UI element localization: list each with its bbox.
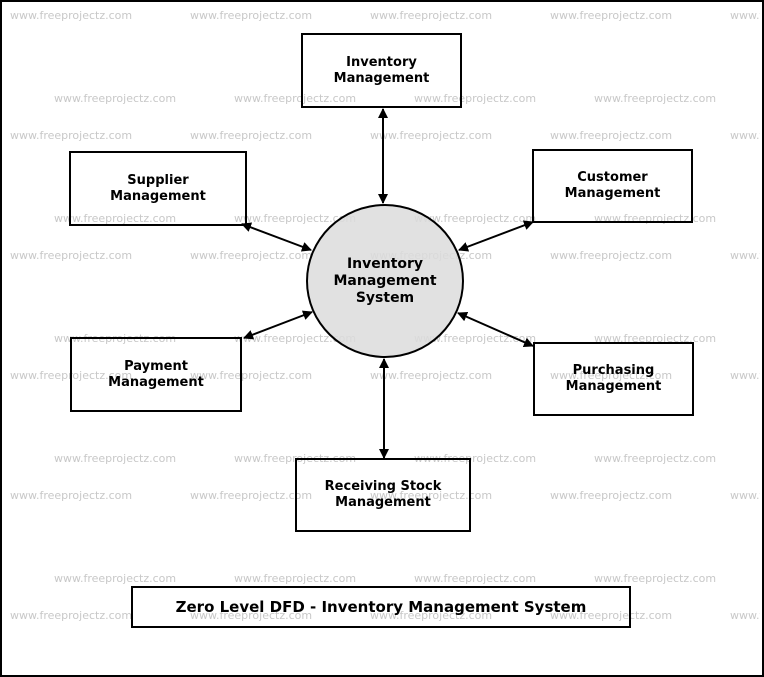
entity-inventory-management: Inventory Management: [301, 33, 462, 108]
flow-customer: [458, 220, 534, 252]
diagram-caption-box: Zero Level DFD - Inventory Management Sy…: [131, 586, 631, 628]
entity-purchasing-management: Purchasing Management: [533, 342, 694, 416]
flow-supplier: [241, 222, 312, 252]
process-inventory-management-system: Inventory Management System: [306, 204, 464, 358]
entity-label: Payment Management: [108, 358, 204, 390]
entity-label: Receiving Stock Management: [324, 479, 442, 510]
flow-purchasing: [457, 312, 534, 347]
process-label: Inventory Management System: [333, 255, 437, 306]
diagram-caption: Zero Level DFD - Inventory Management Sy…: [175, 598, 587, 616]
entity-label: Purchasing Management: [565, 363, 662, 394]
entity-customer-management: Customer Management: [532, 149, 693, 223]
entity-payment-management: Payment Management: [70, 337, 242, 412]
entity-receiving-stock-management: Receiving Stock Management: [295, 458, 471, 532]
entity-label: Customer Management: [564, 170, 661, 201]
flow-payment: [243, 310, 313, 340]
entity-supplier-management: Supplier Management: [69, 151, 247, 226]
entity-label: Inventory Management: [333, 54, 430, 86]
entity-label: Supplier Management: [110, 172, 206, 204]
